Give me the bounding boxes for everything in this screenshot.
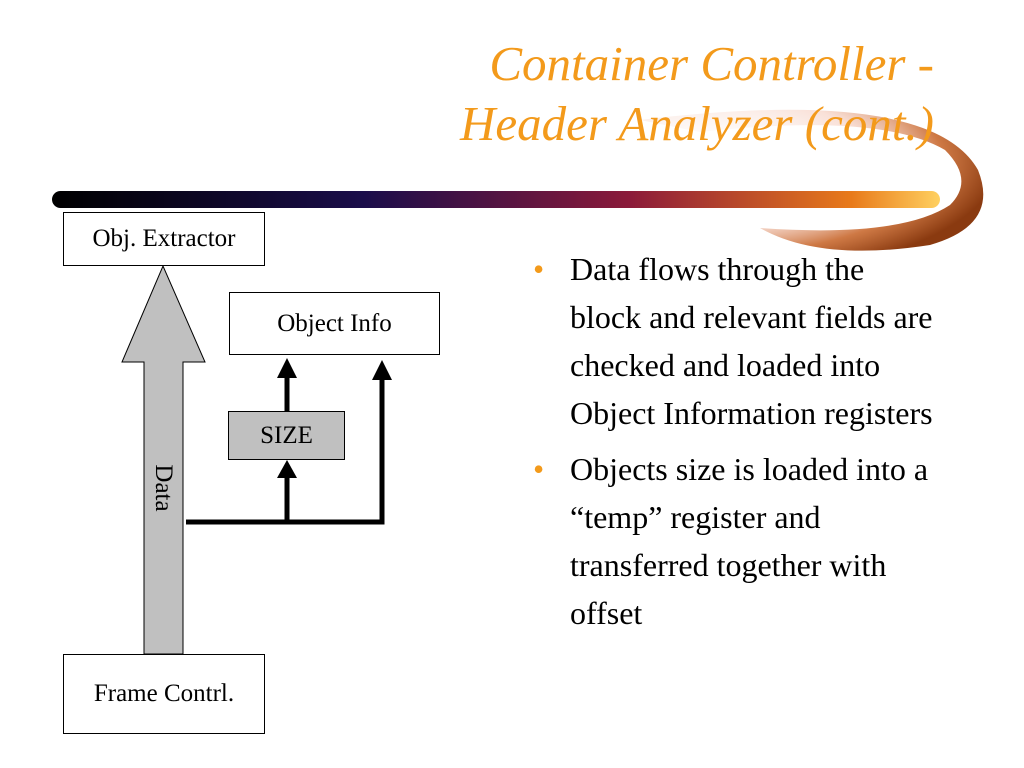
title-line-2: Header Analyzer (cont.) [460, 96, 934, 151]
data-arrow-label: Data [150, 464, 177, 512]
accent-bar-line [52, 191, 940, 208]
bullet-list: • Data flows through the block and relev… [533, 245, 943, 645]
obj-extractor-label: Obj. Extractor [92, 225, 236, 252]
obj-extractor-box: Obj. Extractor [63, 212, 265, 266]
bullet-text: Objects size is loaded into a “temp” reg… [570, 451, 929, 631]
size-box: SIZE [228, 411, 345, 460]
arrowhead-to-size [277, 460, 297, 478]
bullet-item: • Data flows through the block and relev… [533, 245, 943, 437]
swoosh-shape [640, 109, 984, 251]
bullet-text: Data flows through the block and relevan… [570, 251, 933, 431]
arrowhead-direct-to-object-info [372, 360, 392, 380]
object-info-box: Object Info [229, 292, 440, 355]
frame-contrl-box: Frame Contrl. [63, 654, 265, 734]
title-line-1: Container Controller - [489, 36, 934, 91]
frame-contrl-label: Frame Contrl. [93, 680, 235, 707]
bullet-item: • Objects size is loaded into a “temp” r… [533, 445, 943, 637]
data-arrow [121, 264, 206, 655]
size-label: SIZE [260, 421, 313, 449]
bullet-dot-icon: • [533, 251, 545, 287]
bullet-dot-icon: • [533, 451, 545, 487]
arrowhead-size-to-object-info [277, 358, 297, 378]
branch-connector [186, 378, 385, 525]
slide-title: Container Controller - Header Analyzer (… [460, 34, 934, 154]
object-info-label: Object Info [277, 309, 392, 337]
